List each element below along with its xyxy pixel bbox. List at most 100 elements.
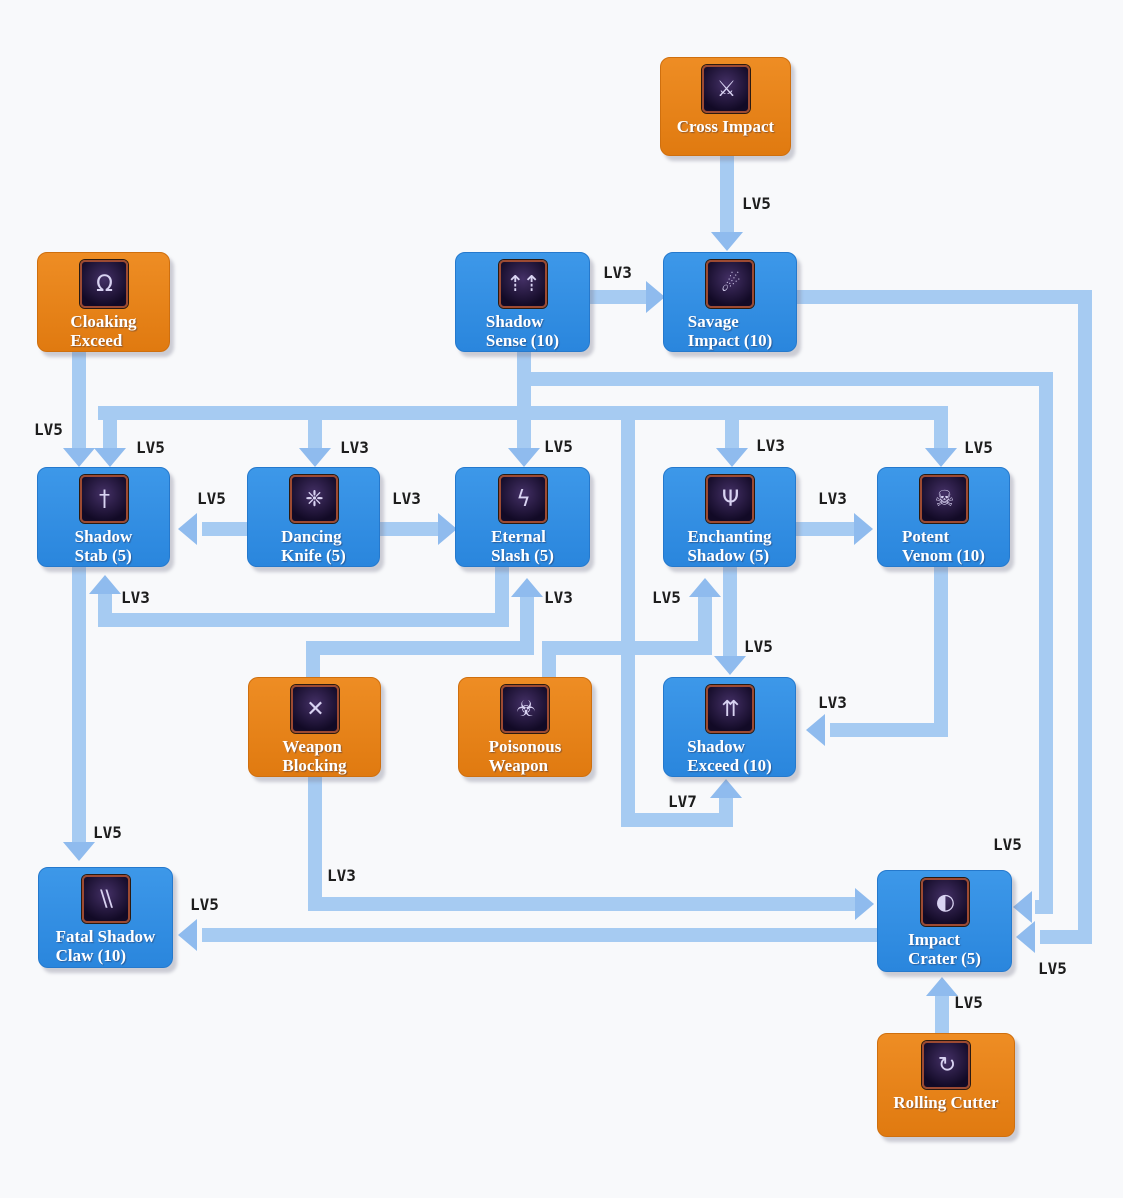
edge-line bbox=[719, 796, 733, 813]
edge-line bbox=[934, 406, 948, 450]
blade-crater-icon: ◐ bbox=[920, 878, 969, 926]
twin-blades-up-arrows-icon: ⇡⇡ bbox=[498, 260, 547, 308]
arrowhead-left-icon bbox=[1016, 921, 1035, 953]
skull-venom-icon: ☠ bbox=[919, 475, 968, 523]
edge-line bbox=[723, 567, 737, 658]
dagger-stab-icon: † bbox=[79, 475, 128, 523]
edge-level-label: LV5 bbox=[544, 437, 573, 456]
arrowhead-right-icon bbox=[646, 281, 665, 313]
arrowhead-down-icon bbox=[925, 448, 957, 467]
edge-line bbox=[1040, 930, 1092, 944]
arrowhead-down-icon bbox=[63, 448, 95, 467]
edge-level-label: LV3 bbox=[340, 438, 369, 457]
edge-line bbox=[935, 994, 949, 1033]
arrowhead-right-icon bbox=[854, 513, 873, 545]
edge-line bbox=[517, 352, 531, 450]
arrowhead-left-icon bbox=[178, 513, 197, 545]
crossed-swords-icon: ✕ bbox=[290, 685, 339, 733]
edge-level-label: LV5 bbox=[744, 637, 773, 656]
edge-line bbox=[1078, 290, 1092, 944]
edge-line bbox=[202, 928, 877, 942]
edge-level-label: LV3 bbox=[603, 263, 632, 282]
arrowhead-right-icon bbox=[855, 888, 874, 920]
edge-line bbox=[1035, 900, 1053, 914]
node-cross-impact[interactable]: ⚔ Cross Impact bbox=[660, 57, 791, 156]
arrowhead-down-icon bbox=[711, 232, 743, 251]
skill-title: Cross Impact bbox=[676, 117, 775, 136]
claw-scratch-icon: \\ bbox=[81, 875, 130, 923]
edge-level-label: LV7 bbox=[668, 792, 697, 811]
poison-daggers-icon: ☣ bbox=[501, 685, 549, 733]
edge-level-label: LV3 bbox=[544, 588, 573, 607]
edge-line bbox=[306, 648, 320, 677]
slash-streak-icon: ϟ bbox=[498, 475, 547, 523]
red-claw-slash-icon: ☄ bbox=[706, 260, 754, 308]
whirling-knives-icon: ❈ bbox=[289, 475, 338, 523]
edge-line bbox=[306, 641, 534, 655]
arrowhead-down-icon bbox=[716, 448, 748, 467]
arrowhead-down-icon bbox=[94, 448, 126, 467]
edge-level-label: LV3 bbox=[756, 436, 785, 455]
edge-line bbox=[524, 372, 1053, 386]
edge-level-label: LV3 bbox=[327, 866, 356, 885]
arrowhead-down-icon bbox=[714, 656, 746, 675]
arrowhead-up-icon bbox=[511, 578, 543, 597]
spinning-blade-icon: ↻ bbox=[922, 1041, 970, 1089]
edge-line bbox=[621, 406, 635, 827]
edge-line bbox=[308, 777, 322, 911]
edge-line bbox=[720, 156, 734, 234]
edge-level-label: LV3 bbox=[818, 693, 847, 712]
edge-line bbox=[698, 595, 712, 641]
edge-line bbox=[797, 290, 1092, 304]
edge-line bbox=[590, 290, 646, 304]
arrowhead-right-icon bbox=[438, 513, 457, 545]
arrowhead-down-icon bbox=[299, 448, 331, 467]
arrowhead-left-icon bbox=[1013, 891, 1032, 923]
edge-line bbox=[380, 522, 438, 536]
edge-line bbox=[72, 352, 86, 450]
edge-level-label: LV5 bbox=[652, 588, 681, 607]
edge-line bbox=[495, 567, 509, 627]
edge-line bbox=[520, 595, 534, 641]
edge-line bbox=[934, 567, 948, 737]
edge-line bbox=[202, 522, 247, 536]
edge-level-label: LV5 bbox=[34, 420, 63, 439]
edge-line bbox=[98, 592, 112, 613]
edge-level-label: LV5 bbox=[954, 993, 983, 1012]
arrowhead-left-icon bbox=[806, 714, 825, 746]
edge-line bbox=[308, 897, 855, 911]
edge-level-label: LV5 bbox=[742, 194, 771, 213]
crossed-daggers-icon: ⚔ bbox=[701, 65, 750, 113]
edge-level-label: LV3 bbox=[121, 588, 150, 607]
edge-level-label: LV5 bbox=[93, 823, 122, 842]
skill-title: Rolling Cutter bbox=[893, 1093, 999, 1112]
node-rolling-cutter[interactable]: ↻ Rolling Cutter bbox=[877, 1033, 1015, 1137]
edge-line bbox=[72, 567, 86, 844]
edge-level-label: LV3 bbox=[818, 489, 847, 508]
edge-line bbox=[621, 813, 733, 827]
